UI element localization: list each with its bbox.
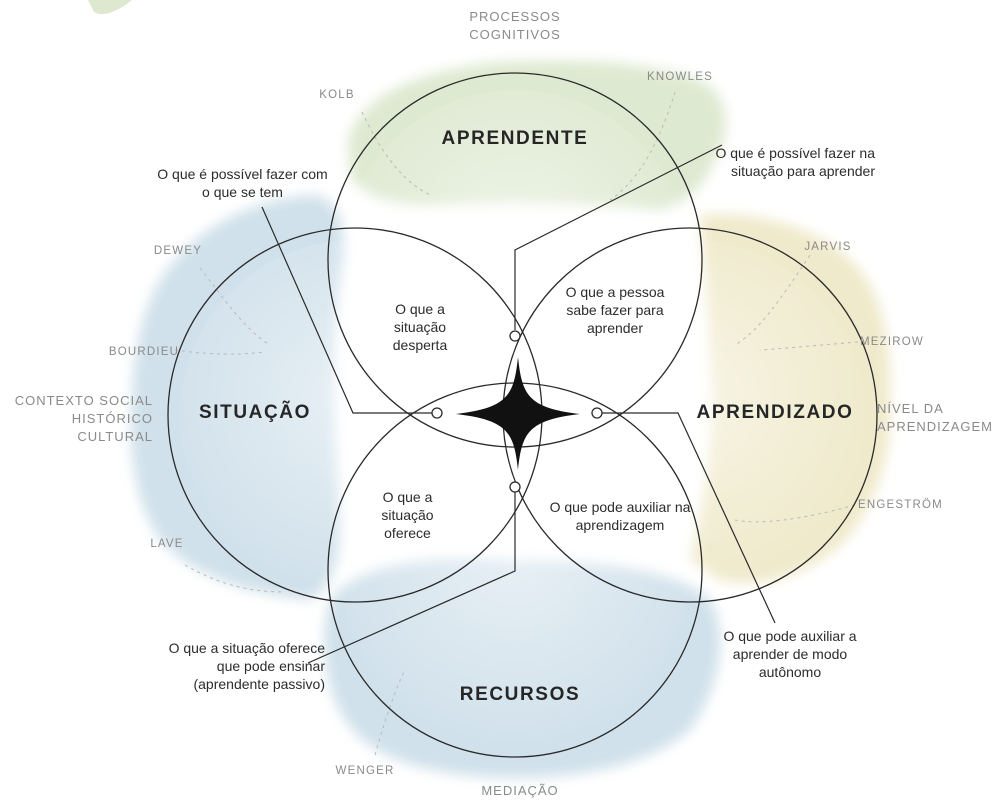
overlap-top-right: O que a pessoa sabe fazer para aprender xyxy=(565,284,665,336)
leader-lower-right xyxy=(602,412,776,624)
callout-lower-left: O que a situação oferece que pode ensina… xyxy=(168,640,325,692)
overlap-top-left: O que a situação desperta xyxy=(392,301,448,353)
theorist-lave: LAVE xyxy=(150,538,184,550)
theorist-engestrom: ENGESTRÖM xyxy=(858,499,943,511)
category-mediacao: MEDIAÇÃO xyxy=(481,783,559,798)
wenger-connector xyxy=(374,669,406,756)
label-aprendente: APRENDENTE xyxy=(441,128,589,149)
category-processos-cognitivos: PROCESSOS COGNITIVOS xyxy=(469,9,561,42)
theorist-bourdieu: BOURDIEU xyxy=(108,346,180,358)
callout-upper-right: O que é possível fazer na situação para … xyxy=(715,145,875,179)
dot-bottom xyxy=(509,481,521,493)
theorist-jarvis: JARVIS xyxy=(804,241,852,253)
label-recursos: RECURSOS xyxy=(459,684,581,705)
center-star-icon xyxy=(456,357,580,470)
category-nivel-aprendizagem: NÍVEL DA APRENDIZAGEM xyxy=(877,401,994,434)
dewey-connector xyxy=(199,267,271,346)
background-washes xyxy=(88,0,891,779)
green-wash-top-left-corner xyxy=(88,0,132,15)
theorist-connectors xyxy=(174,91,859,756)
theorist-kolb: KOLB xyxy=(319,89,355,101)
knowles-connector xyxy=(609,91,676,201)
theorist-wenger: WENGER xyxy=(335,765,395,777)
callout-lower-right: O que pode auxiliar a aprender de modo a… xyxy=(723,628,857,680)
overlap-bottom-right: O que pode auxiliar na aprendizagem xyxy=(549,499,691,533)
dot-left xyxy=(431,407,443,419)
category-contexto-social: CONTEXTO SOCIAL HISTÓRICO CULTURAL xyxy=(14,393,153,444)
label-aprendizado: APRENDIZADO xyxy=(696,402,854,423)
theorist-knowles: KNOWLES xyxy=(647,71,713,83)
dot-top xyxy=(509,330,521,342)
callout-leaders xyxy=(261,144,776,664)
dot-right xyxy=(591,407,603,419)
overlap-bottom-left: O que a situação oferece xyxy=(381,489,434,541)
jarvis-connector xyxy=(734,254,811,346)
engestrom-connector xyxy=(734,504,856,523)
leader-lower-left xyxy=(307,492,516,664)
theorist-mezirow: MEZIROW xyxy=(860,336,924,348)
callout-upper-left: O que é possível fazer com o que se tem xyxy=(157,166,328,200)
callout-dots xyxy=(431,330,603,493)
theorist-dewey: DEWEY xyxy=(153,245,203,257)
label-situacao: SITUAÇÃO xyxy=(198,402,312,423)
leader-upper-right xyxy=(514,144,723,330)
leader-upper-left xyxy=(261,206,432,414)
kolb-connector xyxy=(361,111,431,196)
